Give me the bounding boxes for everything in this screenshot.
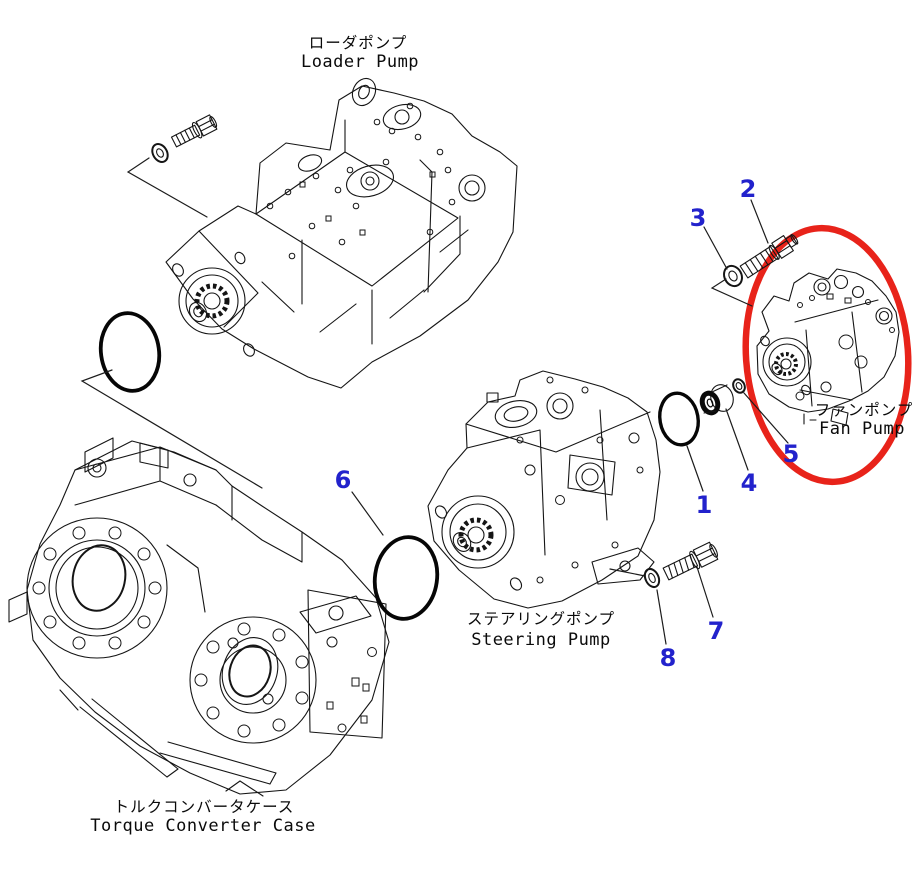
- fan-pump-drawing: [756, 268, 900, 426]
- loader-pump-label-en: Loader Pump: [301, 52, 419, 72]
- loader-mount-bolt-drawing: [170, 114, 218, 148]
- loader-pump-label-jp: ローダポンプ: [309, 34, 408, 52]
- part-2-fitting-drawing: [739, 234, 799, 279]
- torque-converter-case-label-en: Torque Converter Case: [90, 816, 315, 836]
- torque-converter-case-label-jp: トルクコンバータケース: [114, 798, 295, 816]
- fan-pump-label-en: Fan Pump: [819, 419, 905, 439]
- callout-6[interactable]: 6: [335, 466, 352, 494]
- callout-3[interactable]: 3: [690, 204, 707, 232]
- callout-5[interactable]: 5: [783, 440, 800, 468]
- callout-2[interactable]: 2: [740, 175, 757, 203]
- fan-pump-highlight-ellipse: [742, 224, 912, 486]
- part-1-o-ring-drawing: [658, 391, 700, 447]
- steering-pump-drawing: [427, 370, 661, 609]
- loader-mount-washer-drawing: [151, 143, 169, 163]
- part-4-bushing-drawing: [699, 384, 734, 416]
- leader-lines: [80, 157, 789, 645]
- fan-pump-label-jp: ファンポンプ: [815, 401, 914, 419]
- part-3-ring-drawing: [723, 264, 743, 288]
- steering-pump-label-jp: ステアリングポンプ: [467, 610, 615, 628]
- part-8-washer-drawing: [643, 567, 661, 589]
- part-5-o-ring-drawing: [732, 378, 746, 394]
- callout-1[interactable]: 1: [696, 491, 713, 519]
- steering-pump-label-en: Steering Pump: [471, 630, 611, 650]
- part-6-o-ring-drawing: [372, 535, 440, 621]
- callout-4[interactable]: 4: [741, 469, 758, 497]
- loader-o-ring-drawing: [98, 311, 162, 393]
- callout-7[interactable]: 7: [708, 617, 725, 645]
- torque-converter-case-drawing: [8, 437, 390, 797]
- callout-8[interactable]: 8: [660, 644, 677, 672]
- part-7-bolt-drawing: [662, 541, 719, 581]
- loader-pump-drawing: [165, 77, 518, 389]
